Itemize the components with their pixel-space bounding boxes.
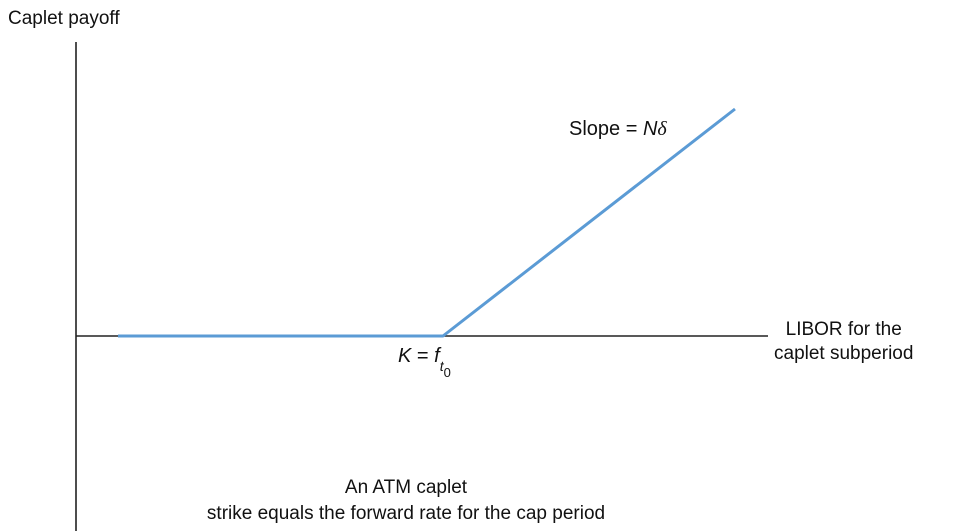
slope-N: N — [642, 118, 658, 140]
strike-sub-t: t — [439, 358, 444, 374]
strike-sub-0: 0 — [443, 365, 451, 380]
diagram-caption: An ATM caplet strike equals the forward … — [0, 475, 812, 527]
slope-annotation: Slope = Nδ — [569, 118, 667, 140]
x-axis-label-line2: caplet subperiod — [774, 343, 914, 364]
caption-line1: An ATM caplet — [344, 477, 468, 498]
x-axis-label: LIBOR for the caplet subperiod — [774, 318, 913, 366]
strike-subscript-t: t0 — [439, 358, 451, 380]
slope-delta: δ — [657, 118, 667, 140]
strike-K: K — [398, 345, 412, 367]
payoff-line — [118, 107, 736, 338]
slope-text: Slope — [569, 118, 621, 140]
slope-equals: = — [620, 118, 643, 140]
strike-equals: = — [411, 345, 435, 367]
x-axis-label-line1: LIBOR for the — [785, 319, 902, 340]
strike-annotation: K = ft0 — [398, 345, 451, 380]
y-axis-label: Caplet payoff — [8, 8, 120, 29]
caption-line2: strike equals the forward rate for the c… — [206, 503, 606, 524]
strike-f: f — [434, 345, 440, 367]
